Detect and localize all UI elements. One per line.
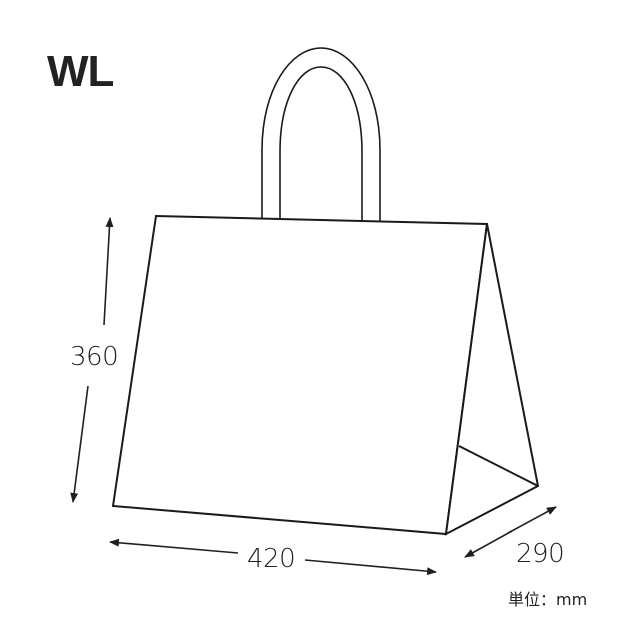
depth-dimension-label: 290 — [516, 539, 565, 569]
width-dimension-arrow — [109, 538, 437, 576]
depth-dimension-arrow — [464, 506, 557, 558]
unit-label: 単位：mm — [508, 590, 588, 609]
height-dimension-label: 360 — [70, 342, 119, 372]
height-dimension-arrow — [70, 217, 114, 503]
bag-side-gusset — [444, 223, 540, 536]
product-size-title: WL — [47, 47, 114, 96]
bag-handle — [261, 47, 381, 221]
gusset-fold-line — [458, 445, 539, 487]
width-dimension-label: 420 — [247, 544, 296, 574]
bag-body — [111, 214, 540, 536]
bag-front-face — [111, 214, 489, 536]
